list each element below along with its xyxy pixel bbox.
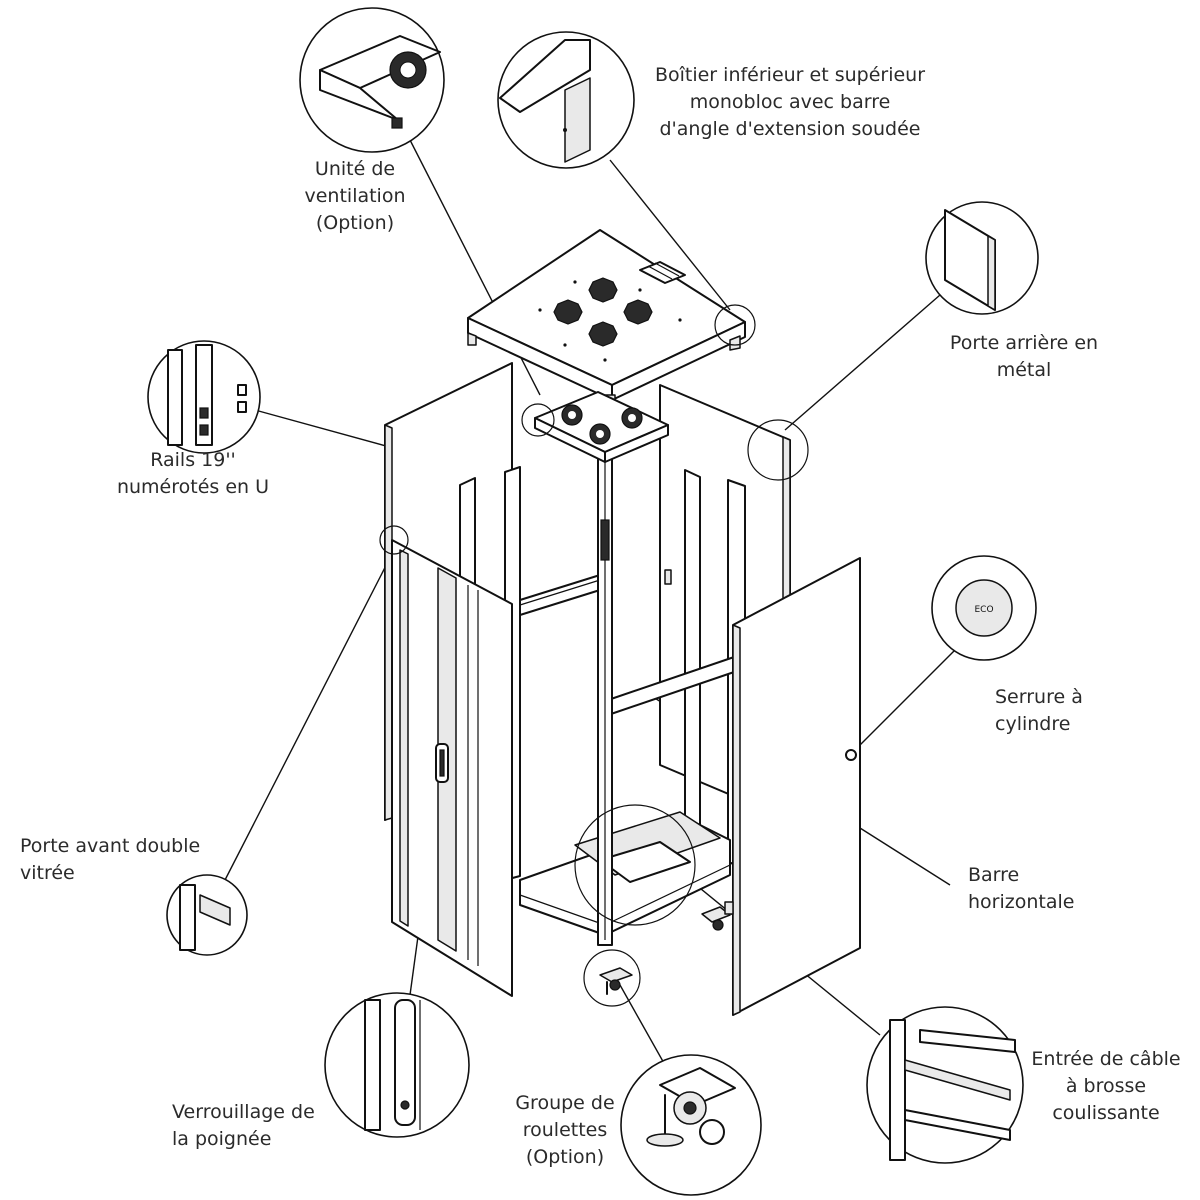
detail-rails <box>147 340 261 454</box>
detail-handle-lock <box>324 992 470 1138</box>
label-fan-unit: Unité de ventilation (Option) <box>304 158 406 234</box>
label-cable-entry: Entrée de câble à brosse coulissante <box>1031 1048 1181 1124</box>
top-fan-holes <box>553 277 653 347</box>
right-metal-door <box>732 557 861 1016</box>
zoom-markers <box>379 304 809 1007</box>
detail-front-door-hinge <box>166 874 248 956</box>
detail-rear-door <box>925 201 1039 315</box>
front-double-door <box>391 539 513 997</box>
fan-unit <box>534 391 669 463</box>
detail-cable-entry <box>866 1006 1024 1164</box>
label-casters: Groupe de roulettes (Option) <box>515 1092 615 1168</box>
detail-top-frame <box>497 31 635 169</box>
label-rails: Rails 19'' numérotés en U <box>116 449 270 498</box>
detail-casters <box>620 1054 762 1196</box>
label-rear-door: Porte arrière en métal <box>949 332 1099 381</box>
label-cylinder-lock: Serrure à cylindre <box>995 686 1083 735</box>
label-top-frame: Boîtier inférieur et supérieur monobloc … <box>654 64 926 140</box>
label-front-door: Porte avant double vitrée <box>20 835 201 884</box>
lock-badge: ECO <box>974 605 993 615</box>
detail-fan-unit <box>299 7 445 153</box>
label-handle-lock: Verrouillage de la poignée <box>172 1101 315 1150</box>
label-horizontal-bar: Barre horizontale <box>968 864 1075 913</box>
top-cover <box>467 229 746 416</box>
casters <box>599 901 734 995</box>
door-lock-point <box>845 749 857 761</box>
detail-cylinder-lock: ECO <box>931 555 1037 661</box>
